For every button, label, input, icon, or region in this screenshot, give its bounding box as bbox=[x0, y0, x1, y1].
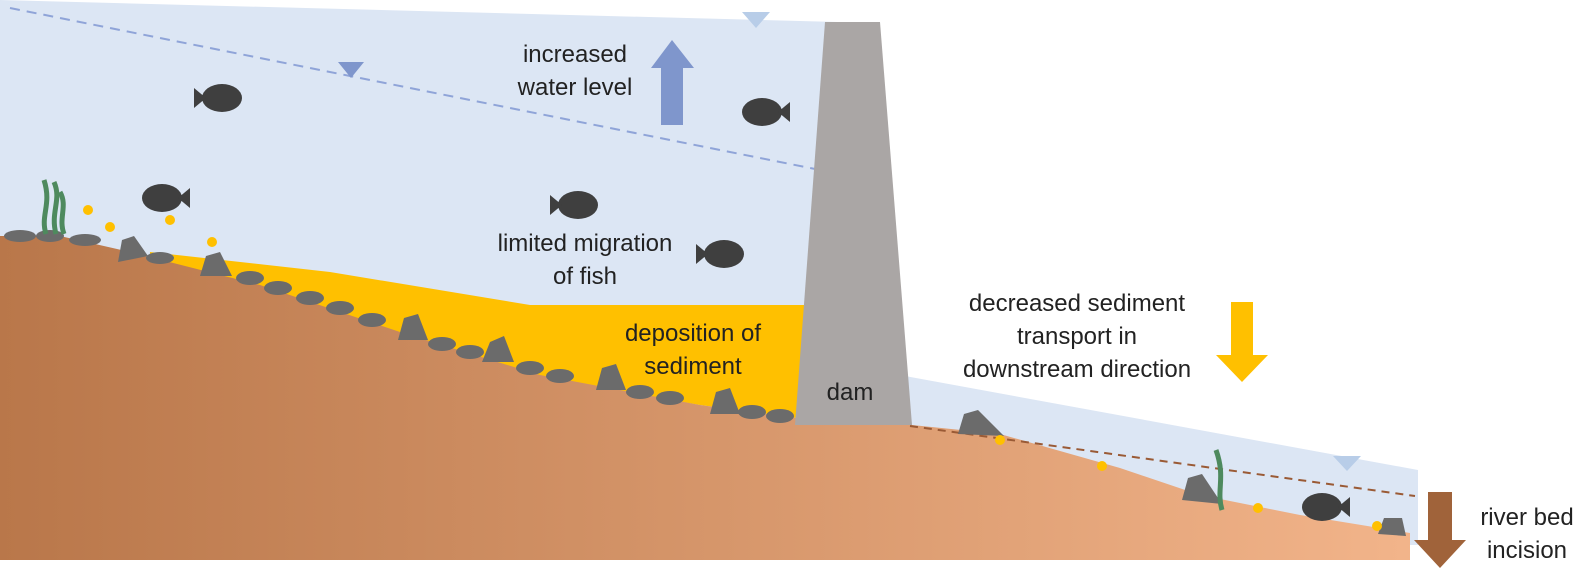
water-level-up-arrow bbox=[651, 40, 694, 125]
decreased-sediment-label: decreased sediment transport in downstre… bbox=[962, 290, 1192, 383]
rock-icon bbox=[958, 410, 1004, 436]
river-bed bbox=[0, 236, 1410, 560]
water-surface-marker-icon bbox=[1333, 456, 1361, 471]
rock-row bbox=[4, 230, 794, 423]
fish-icon bbox=[696, 240, 744, 268]
river-bed-incision-label: river bed incision bbox=[1480, 504, 1574, 564]
deposition-label: deposition of sediment bbox=[624, 320, 762, 380]
dam-label: dam bbox=[826, 379, 874, 406]
water-surface-marker-icon bbox=[742, 12, 770, 28]
water-plant-icon bbox=[1213, 449, 1225, 511]
dam-wall bbox=[795, 22, 912, 425]
water-surface-marker-icon bbox=[338, 62, 364, 78]
original-water-level-line bbox=[9, 7, 821, 171]
original-river-bed-line bbox=[909, 425, 1416, 497]
fish-icon bbox=[194, 84, 242, 112]
rock-icon bbox=[1378, 518, 1406, 536]
sediment-down-arrow bbox=[1216, 302, 1268, 382]
increased-water-level-label: increased water level bbox=[517, 41, 633, 101]
water-plant-icon bbox=[41, 179, 67, 235]
fish-icon bbox=[742, 98, 790, 126]
fish-icon bbox=[142, 184, 190, 212]
fish-icon bbox=[1302, 493, 1350, 521]
rock-icon bbox=[1182, 474, 1222, 504]
sediment-particle-icon bbox=[83, 205, 1382, 531]
incision-down-arrow bbox=[1414, 492, 1466, 568]
limited-migration-label: limited migration of fish bbox=[497, 230, 673, 290]
fish-icon bbox=[550, 191, 598, 219]
